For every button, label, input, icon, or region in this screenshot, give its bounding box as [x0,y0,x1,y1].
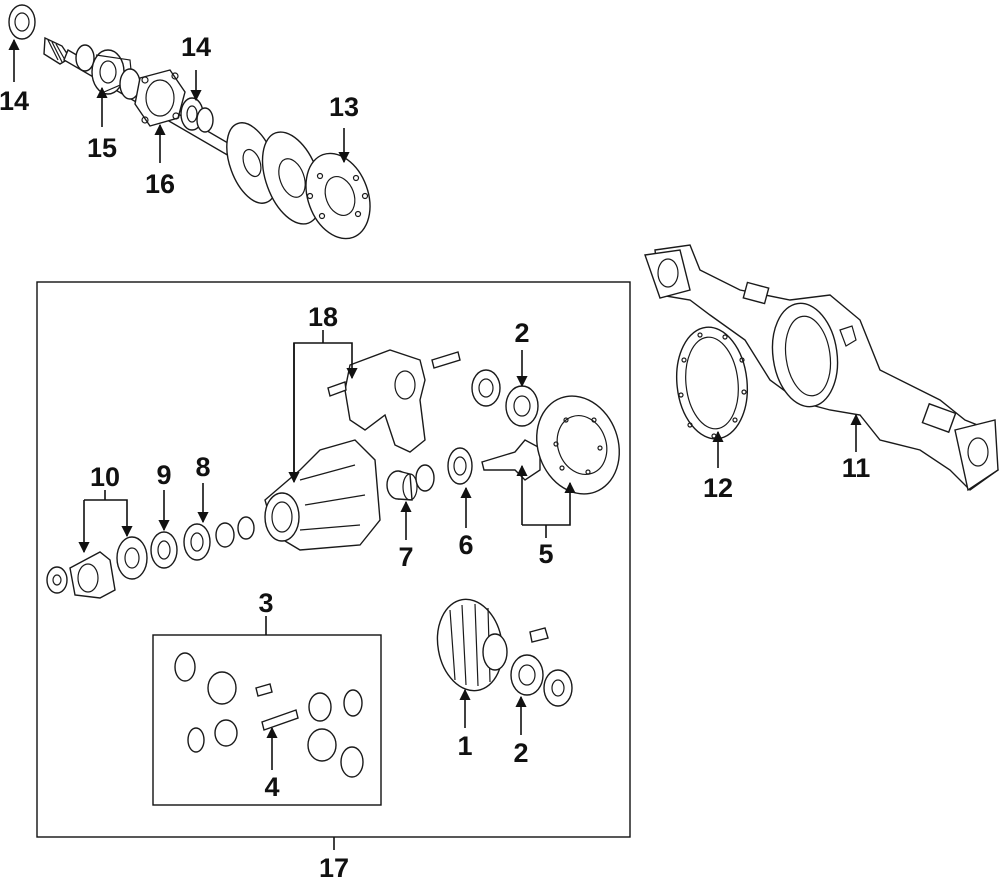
ring-and-pinion-part [481,395,620,495]
leader-lines [8,38,862,850]
callout-6: 6 [458,530,473,560]
front-pinion-bearing-part [183,516,255,561]
oil-seal-front-part [150,531,178,569]
callout-14-left: 14 [0,86,29,116]
callout-labels: 14 15 16 14 13 18 2 10 9 8 7 6 5 12 11 3… [0,32,870,880]
callout-15: 15 [87,133,117,163]
inner-seal-part [180,97,214,133]
callout-2-lower: 2 [513,738,528,768]
callout-11: 11 [842,453,871,483]
callout-12: 12 [703,473,733,503]
callout-16: 16 [145,169,175,199]
differential-gears-part [174,652,364,778]
bearing-retainer-part [134,69,186,127]
bearing-cap-part [327,349,461,453]
companion-flange-part [46,536,148,599]
housing-gasket-part [676,326,748,440]
callout-13: 13 [329,92,359,122]
callout-9: 9 [156,460,171,490]
callout-8: 8 [195,452,210,482]
pinion-bearing-part [415,447,473,492]
callout-7: 7 [398,542,413,572]
differential-gear-kit-box [152,634,382,806]
axle-bearing-part [75,44,141,100]
carrier-housing-part [264,439,381,551]
differential-case-part [436,598,573,707]
callout-3: 3 [258,588,273,618]
gasket-plate-part [226,122,371,240]
callout-4: 4 [264,772,279,802]
callout-1: 1 [457,731,472,761]
oil-seal-part [8,4,36,40]
callout-17: 17 [319,853,349,880]
callout-10: 10 [90,462,120,492]
axle-shaft-group [8,4,371,240]
collapsible-spacer-part [386,470,418,501]
callout-14-right: 14 [181,32,211,62]
callout-2-upper: 2 [514,318,529,348]
callout-5: 5 [538,539,553,569]
callout-18: 18 [308,302,338,332]
axle-housing-part [644,244,999,492]
side-bearing-upper-part [471,369,539,427]
